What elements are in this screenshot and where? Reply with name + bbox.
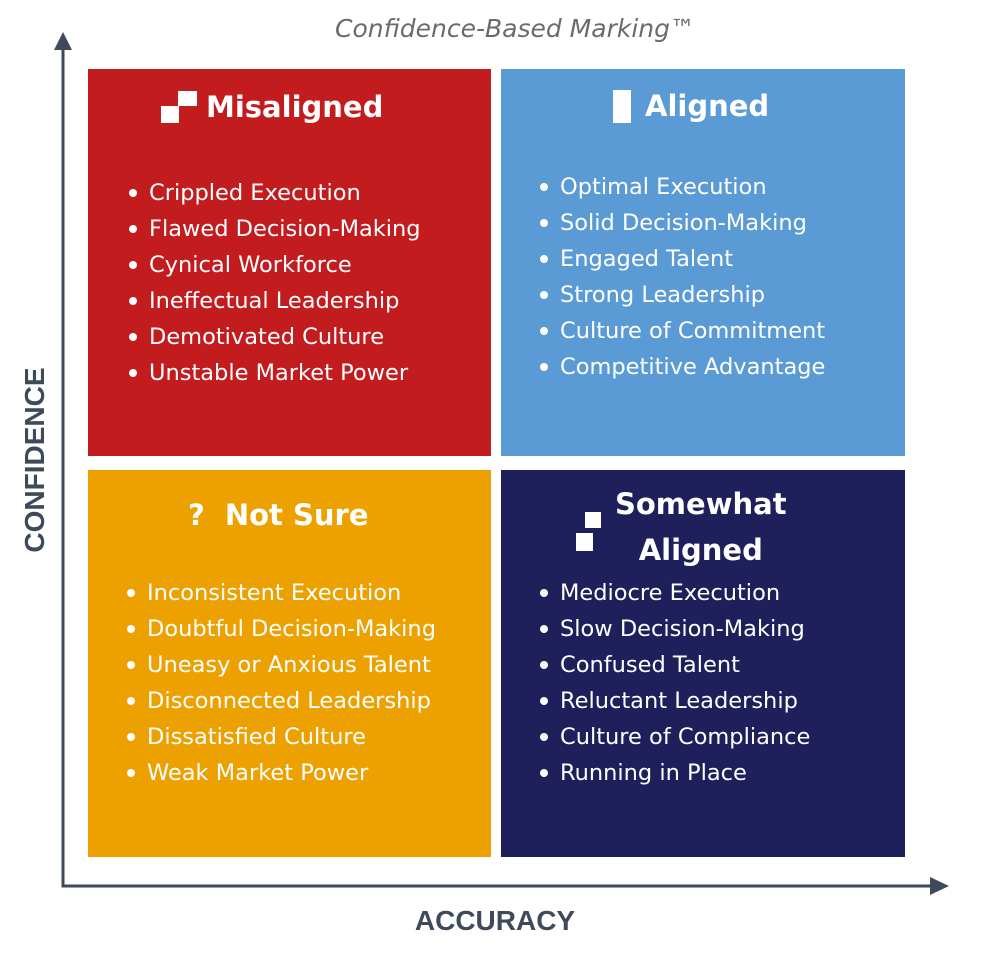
list-item: Doubtful Decision-Making bbox=[126, 611, 436, 647]
list-item: Inconsistent Execution bbox=[126, 575, 436, 611]
quadrant-title: Somewhat Aligned bbox=[615, 481, 787, 573]
quadrant-title-line: Aligned bbox=[638, 533, 763, 567]
quadrant-aligned: Aligned Optimal Execution Solid Decision… bbox=[501, 69, 905, 456]
list-item: Engaged Talent bbox=[539, 241, 825, 277]
quadrant-header: Aligned bbox=[613, 89, 769, 123]
list-item: Disconnected Leadership bbox=[126, 683, 436, 719]
quadrant-title: Not Sure bbox=[224, 498, 369, 532]
quadrant-list: Optimal Execution Solid Decision-Making … bbox=[539, 169, 825, 385]
quadrant-list: Mediocre Execution Slow Decision-Making … bbox=[539, 575, 810, 791]
solid-bar-icon bbox=[613, 89, 631, 123]
quadrant-somewhat-aligned: Somewhat Aligned Mediocre Execution Slow… bbox=[501, 470, 905, 857]
quadrant-header: ? Not Sure bbox=[188, 498, 368, 532]
list-item: Demotivated Culture bbox=[128, 319, 421, 355]
page-title: Confidence-Based Marking™ bbox=[335, 14, 695, 43]
x-axis-arrowhead bbox=[930, 877, 949, 895]
list-item: Dissatisfied Culture bbox=[126, 719, 436, 755]
list-item: Solid Decision-Making bbox=[539, 205, 825, 241]
quadrant-not-sure: ? Not Sure Inconsistent Execution Doubtf… bbox=[88, 470, 491, 857]
list-item: Optimal Execution bbox=[539, 169, 825, 205]
list-item: Culture of Compliance bbox=[539, 719, 810, 755]
list-item: Weak Market Power bbox=[126, 755, 436, 791]
list-item: Mediocre Execution bbox=[539, 575, 810, 611]
quadrant-title: Misaligned bbox=[206, 90, 384, 124]
list-item: Ineffectual Leadership bbox=[128, 283, 421, 319]
list-item: Slow Decision-Making bbox=[539, 611, 810, 647]
list-item: Running in Place bbox=[539, 755, 810, 791]
y-axis-label: CONFIDENCE bbox=[19, 367, 50, 553]
list-item: Strong Leadership bbox=[539, 277, 825, 313]
list-item: Uneasy or Anxious Talent bbox=[126, 647, 436, 683]
list-item: Crippled Execution bbox=[128, 175, 421, 211]
quadrant-list: Crippled Execution Flawed Decision-Makin… bbox=[128, 175, 421, 391]
list-item: Unstable Market Power bbox=[128, 355, 421, 391]
list-item: Confused Talent bbox=[539, 647, 810, 683]
staggered-squares-icon bbox=[161, 89, 197, 125]
list-item: Reluctant Leadership bbox=[539, 683, 810, 719]
question-mark-icon: ? bbox=[188, 498, 205, 532]
quadrant-header: Somewhat Aligned bbox=[576, 481, 787, 573]
quadrant-title: Aligned bbox=[645, 89, 770, 123]
list-item: Flawed Decision-Making bbox=[128, 211, 421, 247]
list-item: Competitive Advantage bbox=[539, 349, 825, 385]
quadrant-header: Misaligned bbox=[161, 89, 383, 125]
quadrant-list: Inconsistent Execution Doubtful Decision… bbox=[126, 575, 436, 791]
x-axis-label: ACCURACY bbox=[414, 905, 576, 936]
quadrant-title-line: Somewhat bbox=[615, 487, 787, 521]
quadrant-misaligned: Misaligned Crippled Execution Flawed Dec… bbox=[88, 69, 491, 456]
y-axis-arrowhead bbox=[54, 32, 72, 50]
stacked-squares-icon bbox=[576, 512, 602, 552]
list-item: Cynical Workforce bbox=[128, 247, 421, 283]
list-item: Culture of Commitment bbox=[539, 313, 825, 349]
